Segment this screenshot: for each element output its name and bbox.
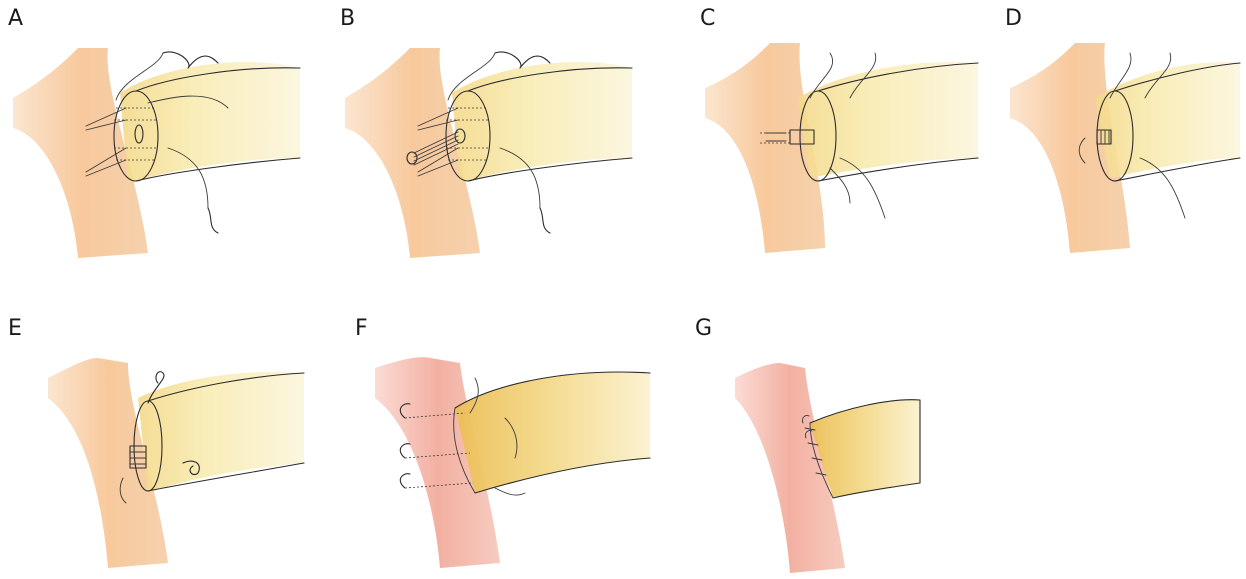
- panel-f-illustration: [355, 318, 655, 578]
- panel-b: B: [340, 8, 640, 268]
- panel-g-illustration: [695, 318, 955, 578]
- panel-d-illustration: [1005, 8, 1245, 268]
- graft: [138, 372, 304, 493]
- panel-e: E: [8, 318, 308, 578]
- panel-d: D: [1005, 8, 1245, 268]
- graft: [120, 62, 300, 183]
- panel-a: A: [8, 8, 308, 268]
- graft: [455, 372, 650, 493]
- panel-c-illustration: [700, 8, 980, 268]
- panel-a-illustration: [8, 8, 308, 268]
- panel-e-illustration: [8, 318, 308, 578]
- graft: [452, 62, 632, 183]
- graft: [1095, 62, 1240, 178]
- panel-g: G: [695, 318, 955, 578]
- panel-b-illustration: [340, 8, 640, 268]
- panel-f: F: [355, 318, 655, 578]
- panel-c: C: [700, 8, 980, 268]
